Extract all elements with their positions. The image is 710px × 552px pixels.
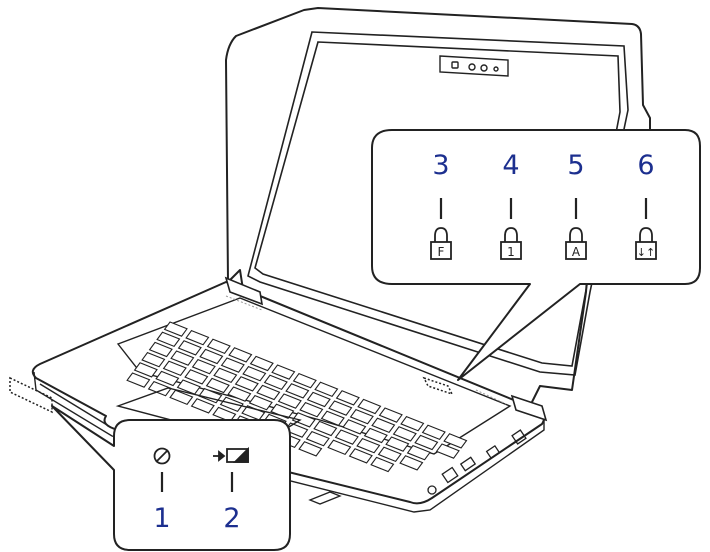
scroll-lock-icon-letter: ↓↑ — [637, 246, 655, 259]
callout-bottom-bubble — [52, 406, 290, 550]
callout-number-1: 1 — [153, 505, 170, 532]
callout-number-2: 2 — [223, 505, 240, 532]
callout-number-3: 3 — [432, 152, 449, 179]
num-lock-icon-letter: 1 — [507, 245, 515, 259]
caps-lock-icon-letter: A — [572, 245, 581, 259]
callout-number-5: 5 — [567, 152, 584, 179]
callout-number-4: 4 — [502, 152, 519, 179]
fingerprint-sensor — [310, 492, 340, 504]
battery-charging-icon — [213, 449, 248, 462]
function-lock-icon-letter: F — [438, 245, 445, 259]
callout-number-6: 6 — [637, 152, 654, 179]
